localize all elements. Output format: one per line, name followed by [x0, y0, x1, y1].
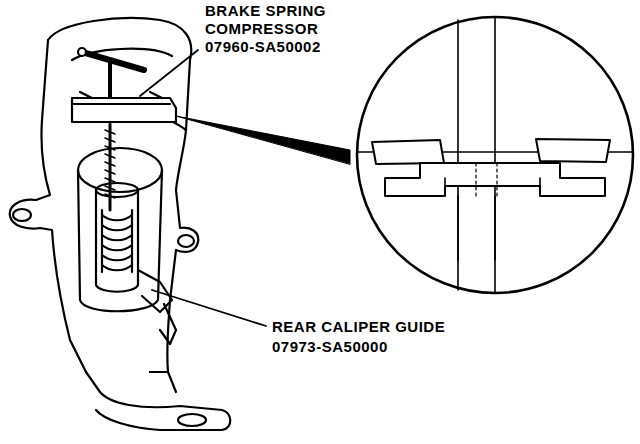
part-name: REAR CALIPER GUIDE [272, 318, 445, 336]
part-number: 07973-SA50000 [272, 338, 388, 356]
part-number: 07960-SA50002 [205, 38, 321, 56]
detail-circle [357, 17, 633, 293]
part-name: BRAKE SPRING COMPRESSOR [205, 2, 333, 38]
caliper-body [48, 18, 198, 372]
